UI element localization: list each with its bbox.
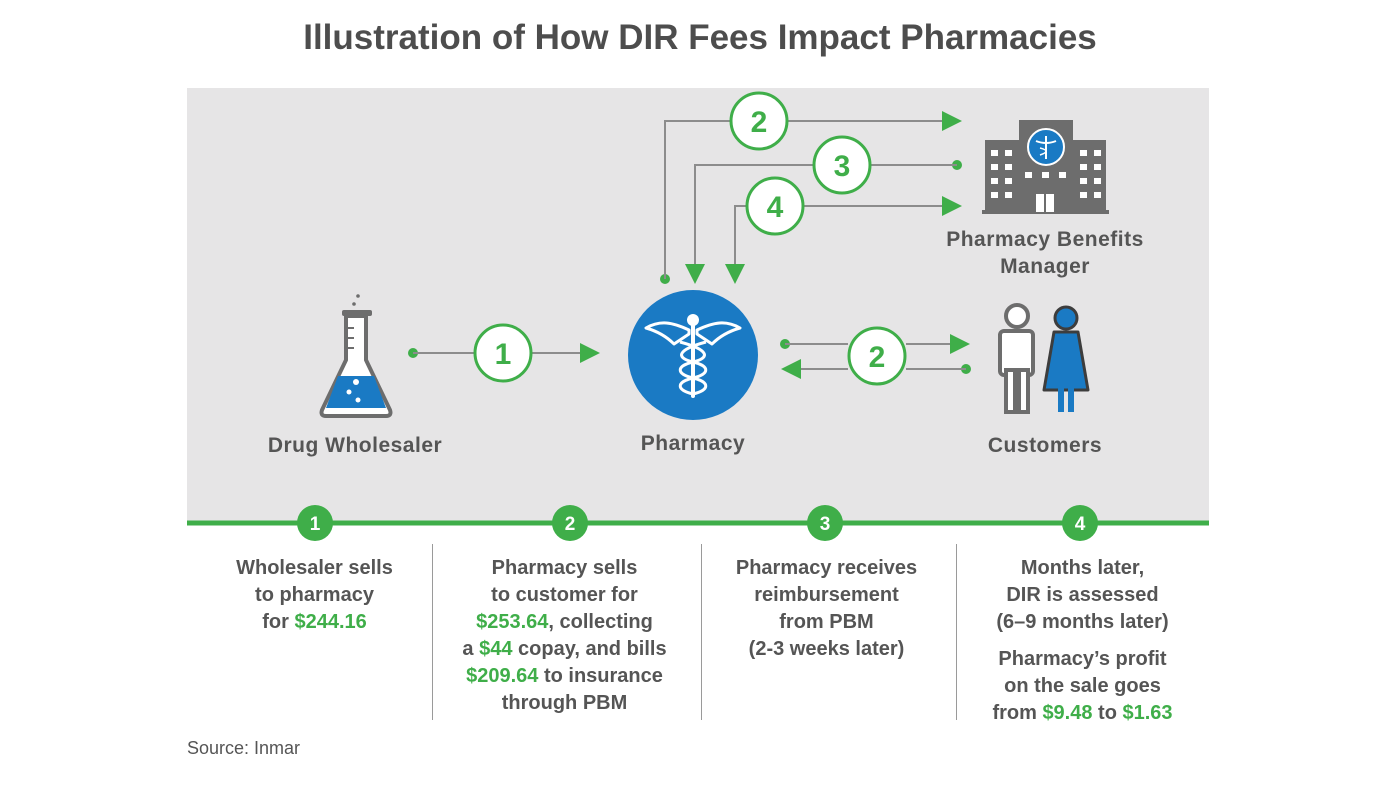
timeline-marker-4-text: 4 (1075, 514, 1086, 535)
step-divider (956, 544, 957, 720)
timeline-marker-1-text: 1 (310, 514, 321, 535)
step-4-line: on the sale goes (1004, 675, 1161, 697)
hospital-building-icon (982, 120, 1109, 214)
step-4-line: Pharmacy’s profit (998, 648, 1167, 670)
step-3-line: reimbursement (754, 584, 899, 606)
step-4-line: Months later, (1020, 557, 1145, 579)
step-3-text: Pharmacy receives reimbursement from PBM… (699, 555, 954, 755)
step-4-line: DIR is assessed (1006, 584, 1159, 606)
pbm-label-line-1: Pharmacy Benefits (946, 228, 1144, 251)
step-3-line: Pharmacy receives (735, 557, 918, 579)
flow-badge-4: 4 (745, 176, 805, 236)
flask-icon (319, 294, 393, 418)
flow-badge-2-customers: 2 (847, 326, 907, 386)
step-1-text: Wholesaler sells to pharmacy for $244.16 (187, 555, 442, 755)
pharmacy-label: Pharmacy (640, 432, 746, 455)
flow-badge-1-text: 1 (495, 338, 512, 371)
flow-badge-3-text: 3 (834, 150, 851, 183)
customers-icon (998, 303, 1090, 414)
flow-badge-2-customers-text: 2 (869, 341, 886, 374)
step-descriptions: Wholesaler sells to pharmacy for $244.16… (187, 520, 1209, 740)
wholesaler-label: Drug Wholesaler (267, 434, 443, 457)
wholesale-price: $244.16 (294, 611, 367, 633)
step-divider (701, 544, 702, 720)
step-4-para-2: Pharmacy’s profit on the sale goes from … (955, 646, 1210, 727)
step-2-line: to customer for (491, 584, 638, 606)
step-divider (432, 544, 433, 720)
step-2-line: $209.64 to insurance (466, 665, 663, 687)
timeline-marker-2: 2 (552, 505, 588, 541)
step-2-line: $253.64, collecting (476, 611, 653, 633)
step-2-line: Pharmacy sells (491, 557, 638, 579)
step-4-para-1: Months later, DIR is assessed (6–9 month… (955, 555, 1210, 636)
step-3-line: from PBM (779, 611, 874, 633)
caduceus-icon (628, 290, 758, 420)
pbm-label: Pharmacy Benefits Manager (920, 226, 1170, 280)
source-note: Source: Inmar (187, 738, 301, 758)
flow-badge-1: 1 (473, 323, 533, 383)
step-4-line: (6–9 months later) (996, 611, 1169, 633)
flow-arrow-3 (685, 160, 962, 284)
step-3-line: (2-3 weeks later) (748, 638, 905, 660)
profit-before: $9.48 (1042, 702, 1093, 724)
flow-badge-3: 3 (812, 135, 872, 195)
step-1-line: Wholesaler sells (236, 557, 393, 579)
timeline-marker-4: 4 (1062, 505, 1098, 541)
flow-badge-2-top-text: 2 (751, 106, 768, 139)
page-title: Illustration of How DIR Fees Impact Phar… (303, 18, 1097, 57)
profit-after: $1.63 (1122, 702, 1173, 724)
step-2-line: a $44 copay, and bills (462, 638, 667, 660)
step-1-line: for $244.16 (262, 611, 367, 633)
flow-arrow-2-top (660, 111, 962, 284)
flow-arrow-2-customers (780, 334, 971, 379)
step-2-text: Pharmacy sells to customer for $253.64, … (437, 555, 692, 755)
step-4-line: from $9.48 to $1.63 (992, 702, 1173, 724)
step-2-line: through PBM (501, 692, 628, 714)
timeline-marker-2-text: 2 (565, 514, 576, 535)
sale-price: $253.64 (476, 611, 549, 633)
customers-label: Customers (987, 434, 1103, 457)
insurance-amount: $209.64 (466, 665, 539, 687)
step-1-line: to pharmacy (255, 584, 374, 606)
flow-badge-2-top: 2 (729, 91, 789, 151)
timeline: 1 2 3 4 (187, 505, 1209, 541)
timeline-marker-3-text: 3 (820, 514, 831, 535)
flow-arrow-4 (725, 196, 962, 284)
timeline-marker-1: 1 (297, 505, 333, 541)
flow-badge-4-text: 4 (767, 191, 784, 224)
pbm-label-line-2: Manager (1000, 255, 1090, 278)
copay-amount: $44 (479, 638, 513, 660)
flow-arrow-1 (408, 343, 600, 363)
step-4-text: Months later, DIR is assessed (6–9 month… (955, 555, 1210, 755)
timeline-marker-3: 3 (807, 505, 843, 541)
